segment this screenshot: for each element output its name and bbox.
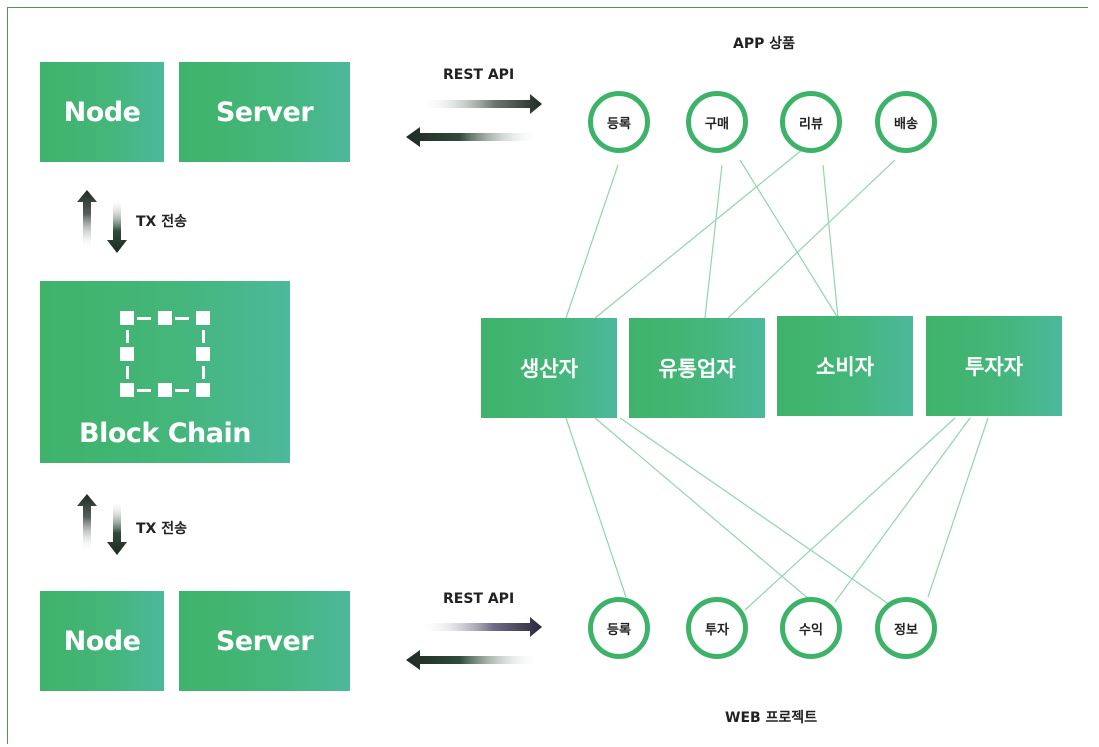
role-consumer-label: 소비자: [816, 355, 874, 379]
web-circle-investment: 투자: [686, 597, 748, 659]
web-circle-info-label: 정보: [894, 622, 918, 638]
app-circle-register-label: 등록: [607, 116, 631, 132]
block-chain-icon: [120, 311, 210, 397]
role-investor-label: 투자자: [965, 355, 1023, 379]
web-circle-register: 등록: [588, 597, 650, 659]
top-server-box: Server: [179, 62, 350, 162]
web-circle-revenue: 수익: [780, 597, 842, 659]
tx-transfer-lower-label: TX 전송: [136, 521, 187, 537]
rest-api-lower-label: REST API: [443, 591, 515, 607]
web-circle-info: 정보: [875, 597, 937, 659]
app-circle-review: 리뷰: [780, 91, 842, 153]
top-server-label: Server: [215, 96, 314, 128]
role-consumer: 소비자: [777, 316, 913, 416]
role-distributor: 유통업자: [629, 318, 765, 418]
block-chain-label: Block Chain: [79, 418, 251, 449]
app-circle-delivery: 배송: [875, 91, 937, 153]
role-distributor-label: 유통업자: [658, 357, 736, 381]
app-circle-purchase-label: 구매: [705, 116, 729, 132]
web-circle-investment-label: 투자: [705, 622, 729, 638]
tx-transfer-upper-label: TX 전송: [136, 214, 187, 230]
app-circle-review-label: 리뷰: [799, 116, 823, 132]
app-products-title: APP 상품: [733, 36, 795, 52]
role-investor: 투자자: [926, 316, 1062, 416]
top-node-label: Node: [63, 96, 141, 128]
app-circle-delivery-label: 배송: [894, 116, 918, 132]
bottom-node-box: Node: [40, 591, 164, 691]
bottom-node-label: Node: [63, 625, 141, 657]
bottom-server-label: Server: [215, 625, 314, 657]
top-node-box: Node: [40, 62, 164, 162]
app-circle-register: 등록: [588, 91, 650, 153]
rest-api-upper-label: REST API: [443, 67, 515, 83]
block-chain-box: [40, 281, 290, 463]
bottom-server-box: Server: [179, 591, 350, 691]
diagram-frame: [7, 7, 1088, 744]
role-producer-label: 생산자: [520, 357, 578, 381]
web-circle-revenue-label: 수익: [799, 622, 823, 638]
web-circle-register-label: 등록: [607, 622, 631, 638]
web-projects-title: WEB 프로젝트: [725, 710, 818, 726]
app-circle-purchase: 구매: [686, 91, 748, 153]
role-producer: 생산자: [481, 318, 617, 418]
